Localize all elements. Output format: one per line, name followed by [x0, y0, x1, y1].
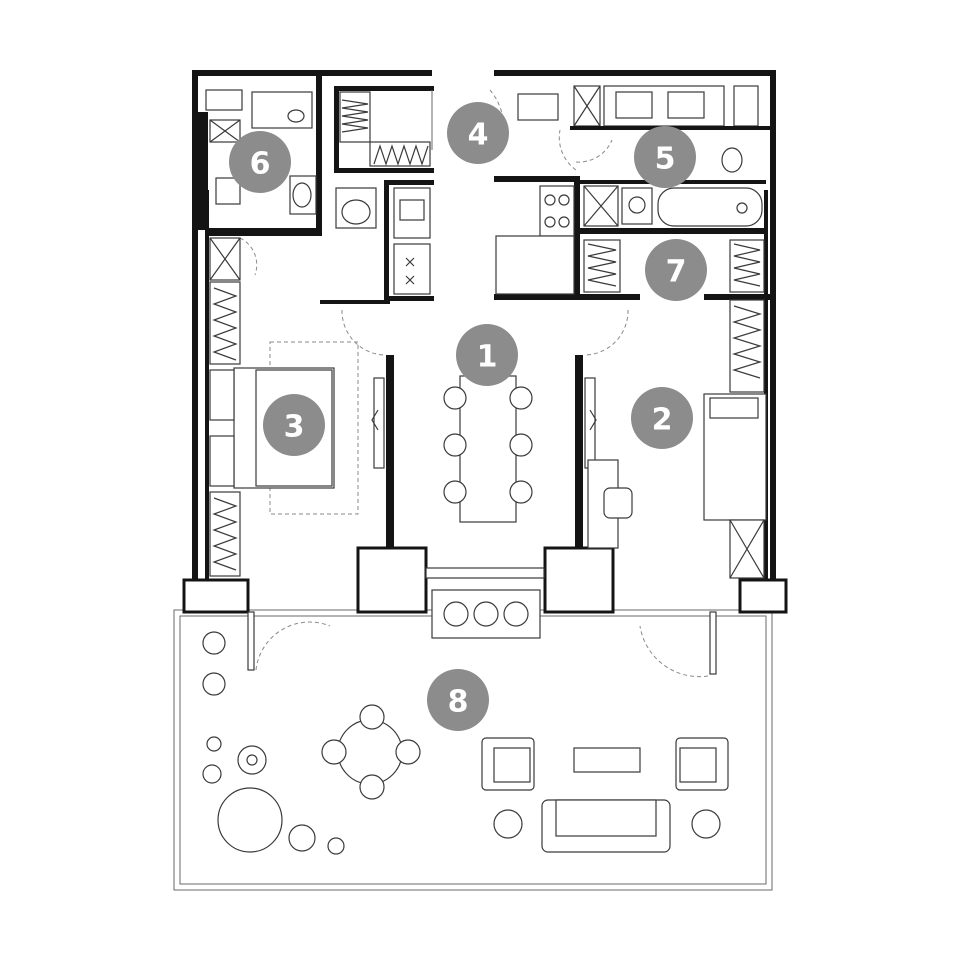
room-badge-5: 5 [634, 126, 696, 188]
room-number-7: 7 [666, 255, 687, 290]
hall-closet [334, 86, 505, 173]
room-badge-7: 7 [645, 239, 707, 301]
room-badge-2: 2 [631, 387, 693, 449]
room-number-3: 3 [284, 410, 305, 445]
room-number-1: 1 [477, 340, 498, 375]
bedroom-right [587, 299, 767, 579]
closet-right [580, 239, 770, 300]
room-badge-3: 3 [263, 394, 325, 456]
terrace-doors [247, 611, 717, 678]
kitchen-right [494, 129, 580, 300]
bathroom-left [198, 76, 322, 276]
room-number-2: 2 [652, 403, 673, 438]
living-dining [356, 309, 629, 639]
room-number-8: 8 [448, 685, 469, 720]
room-number-6: 6 [250, 147, 271, 182]
room-number-5: 5 [655, 142, 676, 177]
room-badge-8: 8 [427, 669, 489, 731]
kitchen-left [335, 180, 434, 301]
room-badge-1: 1 [456, 324, 518, 386]
room-badge-6: 6 [229, 131, 291, 193]
exterior-walls [182, 70, 788, 614]
room-badge-4: 4 [447, 102, 509, 164]
terrace-furniture [202, 631, 729, 855]
room-number-4: 4 [468, 118, 489, 153]
